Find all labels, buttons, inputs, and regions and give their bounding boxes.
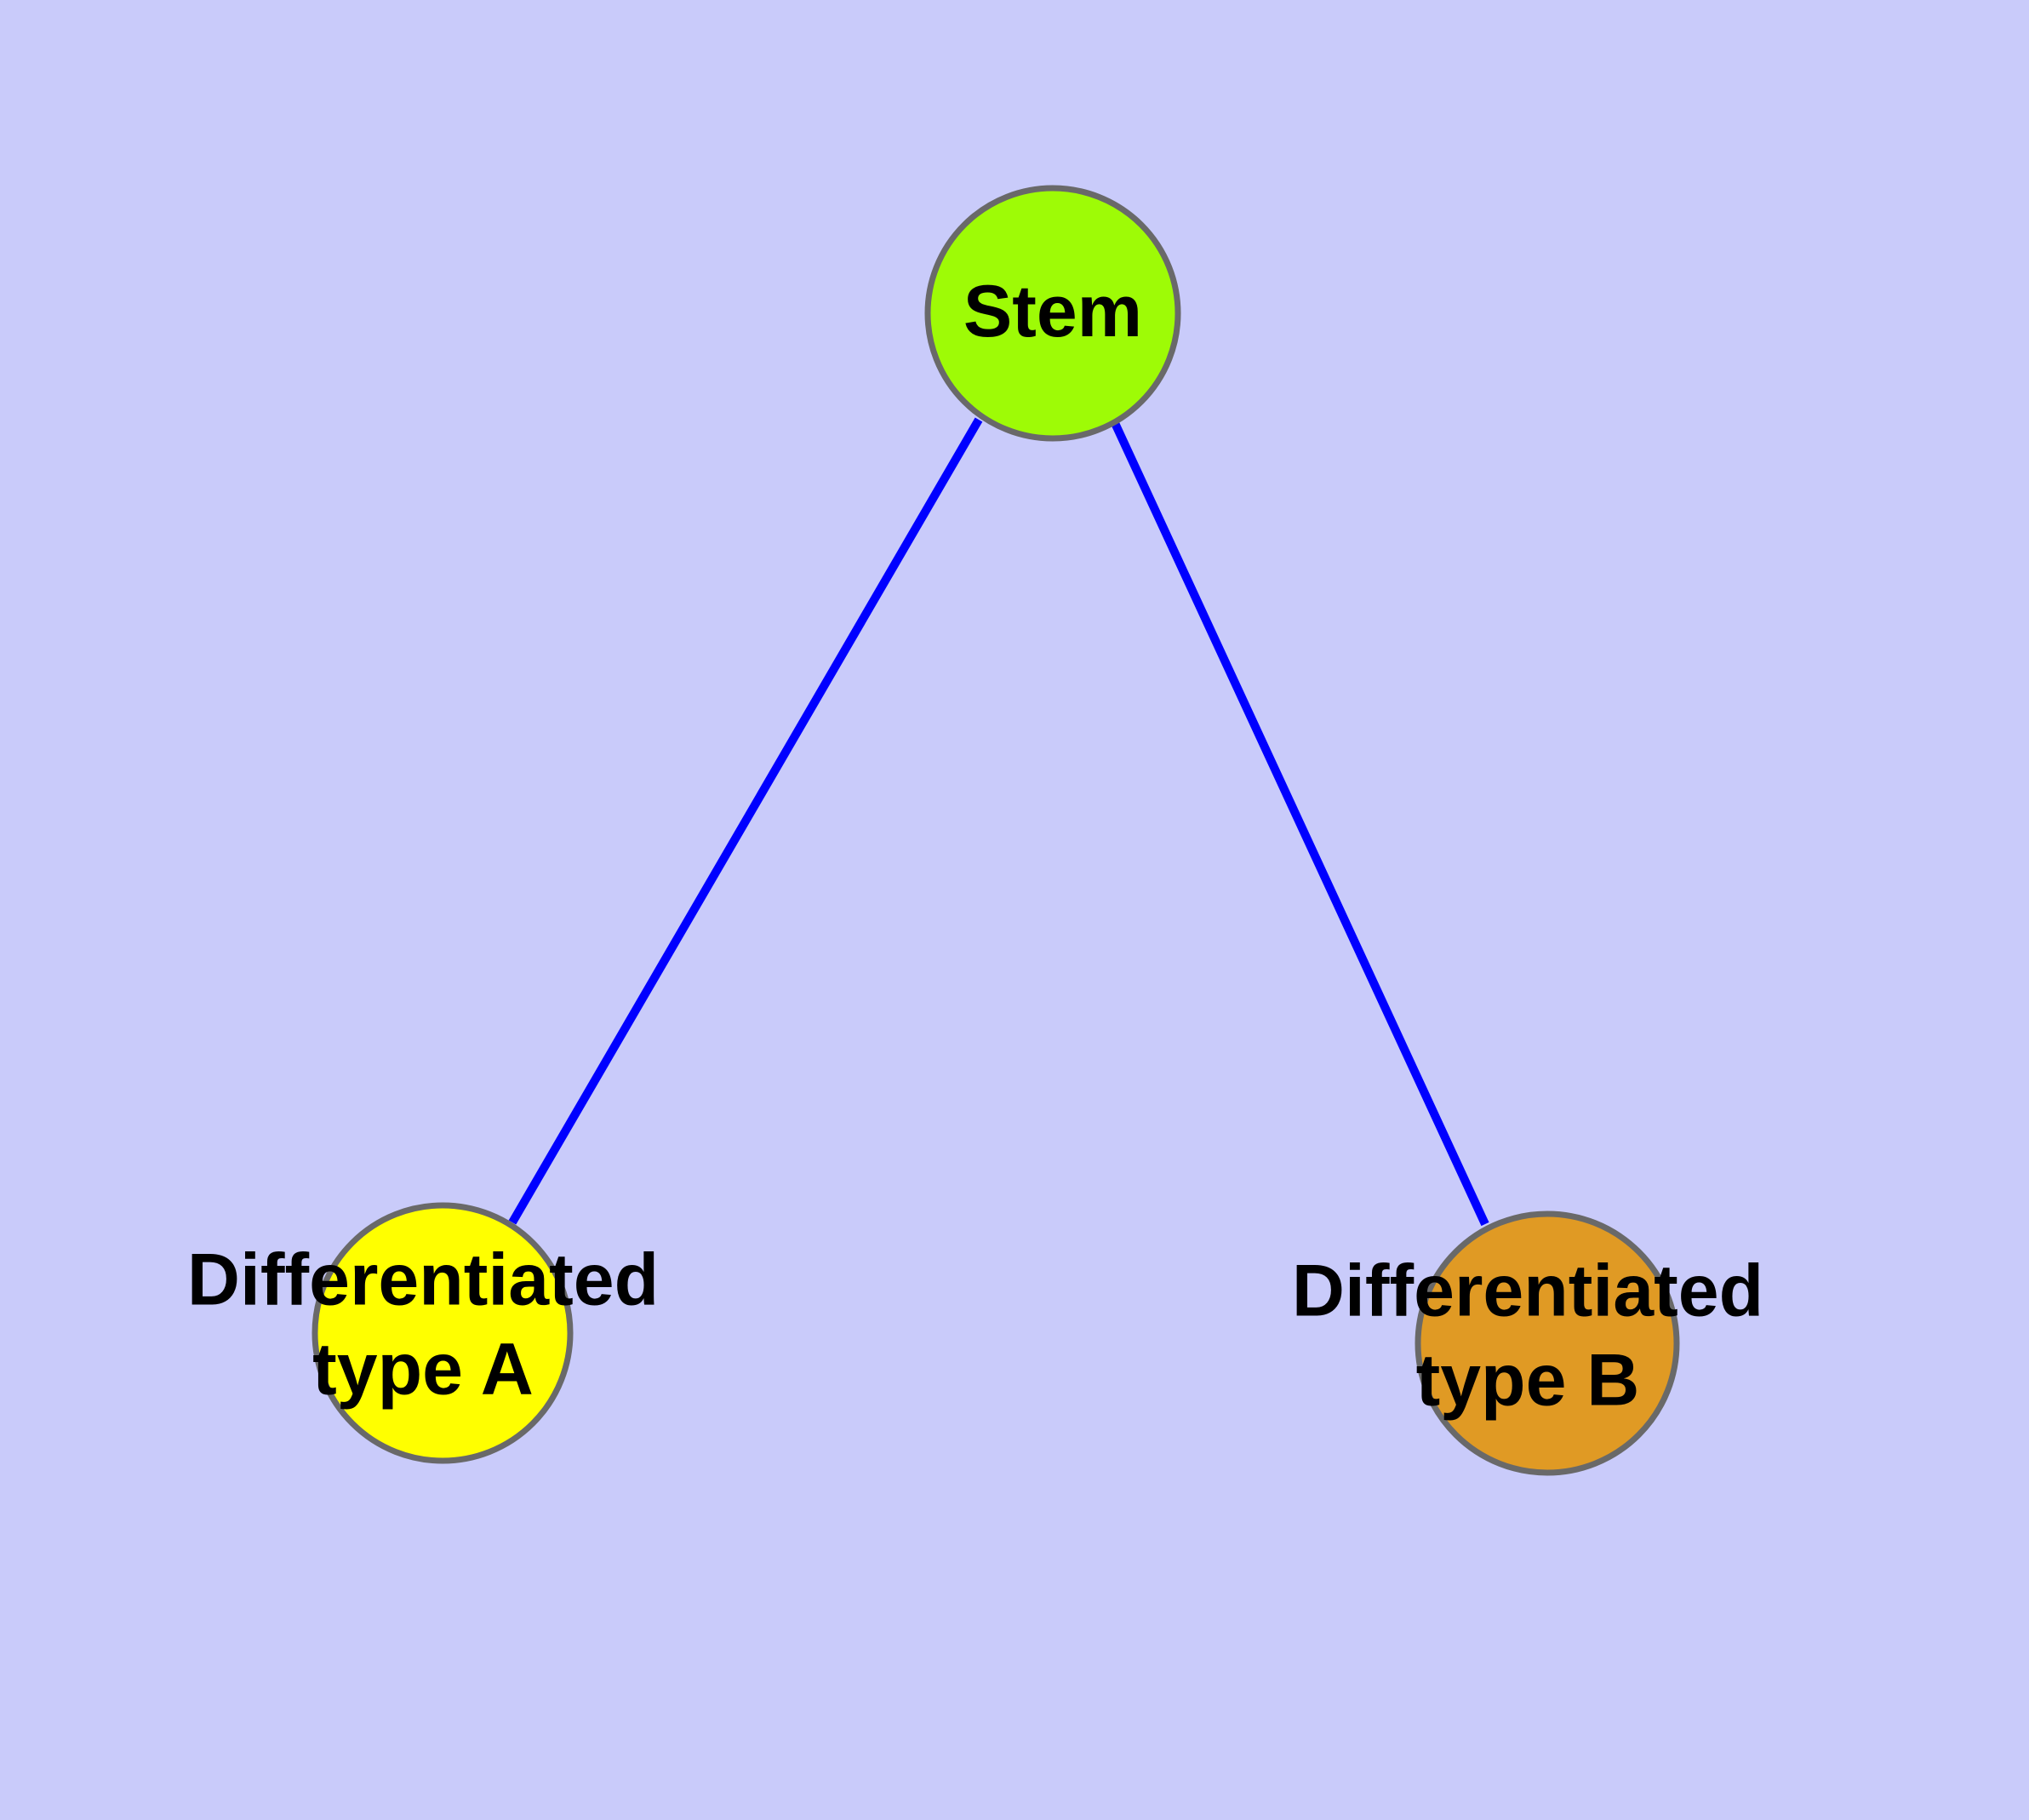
edge-stem-to-differentiated-type-b[interactable] — [1111, 421, 1489, 1227]
node-differentiated-type-b[interactable] — [1415, 1210, 1680, 1476]
node-differentiated-type-a[interactable] — [311, 1202, 574, 1464]
node-circle-differentiated-type-b[interactable] — [1415, 1210, 1680, 1476]
node-stem[interactable] — [924, 185, 1181, 442]
node-label-stem: Stem — [963, 271, 1142, 352]
node-circle-differentiated-type-a[interactable] — [311, 1202, 574, 1464]
nodes-layer — [311, 185, 1680, 1476]
edge-stem-to-differentiated-type-a[interactable] — [508, 417, 983, 1225]
edges-layer — [508, 417, 1489, 1227]
node-circle-stem[interactable] — [924, 185, 1181, 442]
